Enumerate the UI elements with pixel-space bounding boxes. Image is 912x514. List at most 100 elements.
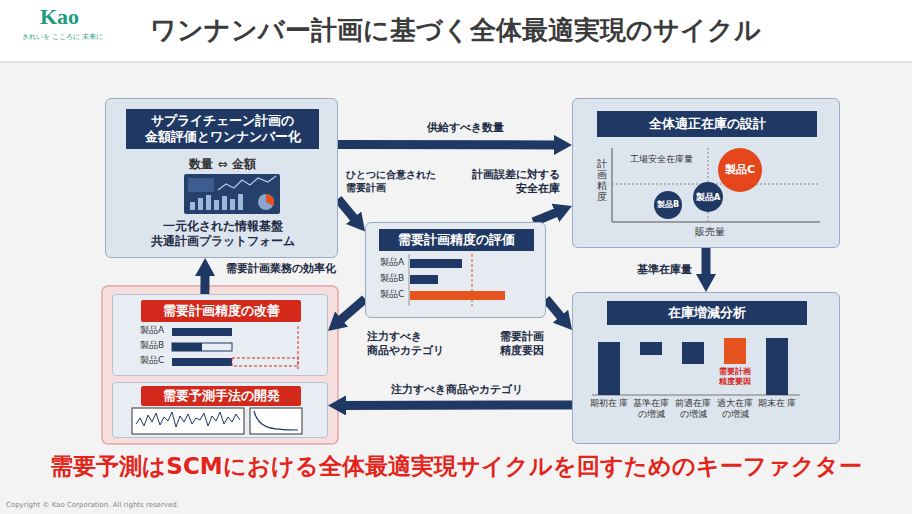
- edge-label: 供給すべき数量: [400, 121, 530, 135]
- x-axis: [612, 222, 820, 223]
- stock-design-chart: [612, 148, 820, 222]
- dashboard-bar: [206, 195, 211, 210]
- flow-arrow: [546, 299, 566, 323]
- dashboard-line: [218, 176, 276, 190]
- waterfall-label: 基準在庫 の増減: [630, 398, 672, 421]
- waterfall-label: 期末在 庫: [756, 398, 798, 409]
- flow-arrow: [533, 210, 562, 222]
- slide-title: ワンナンバー計画に基づく全体最適実現のサイクル: [150, 14, 761, 47]
- bubble-label: 製品B: [654, 191, 682, 219]
- label-holder: Copyright © Kao Corporation. All rights …: [6, 501, 179, 510]
- label-holder: 製品B: [140, 340, 164, 351]
- label-holder: きれいを こころに 未来に: [22, 33, 103, 42]
- target-line: [298, 326, 299, 370]
- chart-note: 工場安全在庫量: [630, 154, 693, 165]
- text-holder: 全体適正在庫の設計: [597, 111, 817, 137]
- accuracy-chart: [409, 254, 505, 306]
- improvement-bar: [172, 358, 232, 366]
- bar-label: 製品B: [140, 340, 164, 351]
- waterfall-label: 前適在庫 の増減: [672, 398, 714, 421]
- label-holder: 製品C: [140, 355, 164, 366]
- bar-label: 製品A: [380, 257, 404, 268]
- decay-curve: [254, 411, 298, 430]
- bar-label: 製品A: [140, 325, 164, 336]
- text-holder: 需要計画精度の評価: [379, 229, 534, 251]
- forecast-box: [132, 408, 244, 434]
- label-holder: 製品A: [380, 257, 404, 268]
- axis-label: 計画精度: [597, 158, 607, 202]
- label-holder: 需要計画 精度要因: [712, 367, 758, 387]
- waterfall-bar: [598, 342, 620, 395]
- panel-header: 在庫増減分析: [607, 301, 807, 325]
- label-holder: 製品C: [380, 289, 404, 300]
- platform-text: 一元化された情報基盤 共通計画プラットフォーム: [126, 219, 319, 249]
- edge-label-holder: 需要計画 精度要因: [490, 330, 544, 358]
- flow-arrow: [702, 248, 711, 282]
- text-holder: サプライチェーン計画の 金額評価とワンナンバー化: [126, 109, 319, 149]
- improvement-bar: [172, 343, 202, 351]
- label-holder: 製品B: [380, 273, 404, 284]
- dashboard-bar: [214, 200, 219, 210]
- panel-header: 全体適正在庫の設計: [597, 111, 817, 137]
- text-holder: 製品B: [654, 191, 682, 219]
- bar-label: 製品C: [140, 355, 164, 366]
- text-holder: 需要予測手法の開発: [141, 386, 301, 406]
- crosshair-line: [612, 184, 818, 185]
- label-holder: 基準在庫 の増減: [630, 398, 672, 421]
- text-holder: 数量 ⇔ 金額: [106, 157, 339, 172]
- edge-label-holder: 供給すべき数量: [400, 121, 530, 135]
- improvement-region: [102, 286, 338, 444]
- waterfall-bar: [724, 338, 746, 364]
- text-holder: 製品C: [718, 148, 762, 192]
- dashboard-frame: [184, 174, 280, 214]
- panel-header: 需要予測手法の開発: [141, 386, 301, 406]
- label-holder: 前適在庫 の増減: [672, 398, 714, 421]
- dashboard-bar: [238, 194, 243, 210]
- accuracy-bar: [410, 259, 462, 268]
- flow-arrow: [336, 299, 365, 325]
- product-bubble: 製品A: [693, 182, 723, 212]
- label-holder: 期初在 庫: [588, 398, 630, 409]
- title-rule: [0, 62, 912, 63]
- label-holder: 計画精度: [597, 158, 607, 202]
- flow-arrow: [338, 140, 562, 150]
- text-holder: 一元化された情報基盤 共通計画プラットフォーム: [126, 219, 319, 249]
- improvement-gap: [232, 358, 298, 366]
- chart-axis: [409, 254, 410, 306]
- edge-label: 注力すべき商品やカテゴリ: [372, 383, 542, 397]
- label-holder: 期末在 庫: [756, 398, 798, 409]
- waterfall-bar: [640, 342, 662, 355]
- edge-label-holder: 基準在庫量: [618, 263, 692, 277]
- waterfall-bar: [766, 338, 788, 395]
- slide-caption: 需要予測はSCMにおける全体最適実現サイクルを回すためのキーファクター: [0, 452, 912, 481]
- bubble-label: 製品C: [718, 148, 762, 192]
- edge-label: 需要計画 精度要因: [490, 330, 544, 358]
- axis-label: 販売量: [690, 226, 730, 239]
- forecast-illustration: [132, 408, 302, 434]
- dashboard-pie-slice: [266, 194, 274, 206]
- y-axis: [612, 148, 613, 222]
- improvement-bar: [172, 328, 232, 336]
- label-holder: 販売量: [690, 226, 730, 239]
- crosshair-line: [708, 148, 709, 222]
- edge-label: 注力すべき 商品やカテゴリ: [367, 330, 451, 358]
- dashboard-pie: [258, 194, 274, 210]
- edge-label: ひとつに合意された 需要計画: [346, 168, 438, 194]
- label-holder: 工場安全在庫量: [630, 154, 693, 165]
- edge-label-holder: 注力すべき商品やカテゴリ: [372, 383, 542, 397]
- target-line: [472, 254, 473, 306]
- label-holder: 過大在庫 の増減: [714, 398, 756, 421]
- accuracy-bar: [410, 275, 438, 284]
- title-band: [0, 0, 912, 62]
- dashboard-bar: [198, 198, 203, 210]
- dashboard-bar: [190, 202, 195, 210]
- edge-label-holder: 注力すべき 商品やカテゴリ: [367, 330, 451, 358]
- edge-label: 需要計画業務の効率化: [226, 262, 342, 276]
- waterfall-label: 期初在 庫: [588, 398, 630, 409]
- dashboard-bar: [222, 196, 227, 210]
- label-holder: 製品A: [140, 325, 164, 336]
- panel-header: 需要計画精度の評価: [379, 229, 534, 251]
- copyright-note: Copyright © Kao Corporation. All rights …: [6, 501, 179, 510]
- flow-arrow: [200, 268, 209, 294]
